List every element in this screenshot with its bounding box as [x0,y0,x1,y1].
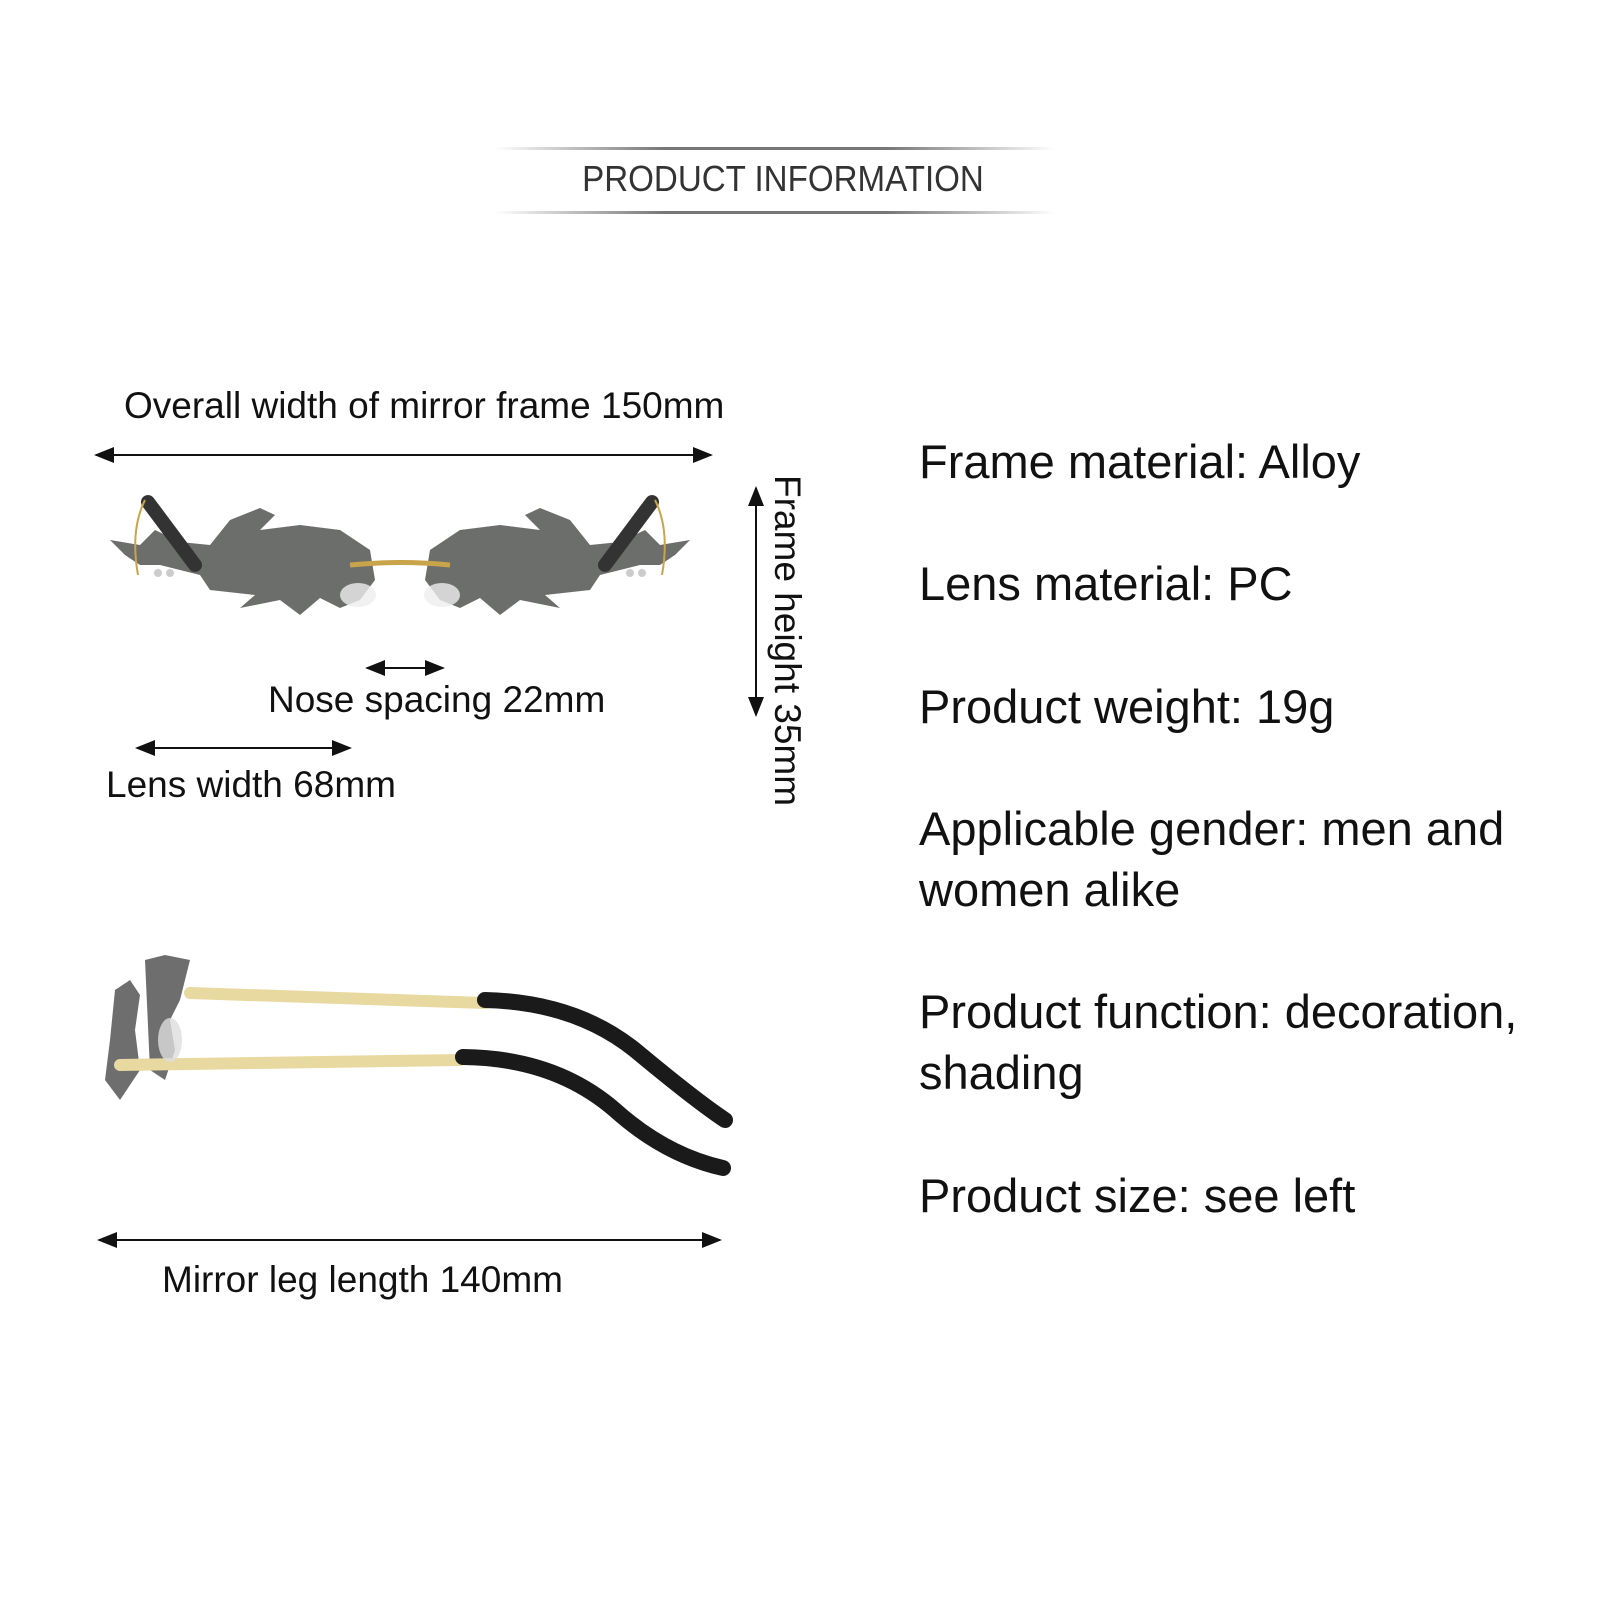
frame-height-label: Frame height 35mm [767,475,808,807]
spec-product-size: Product size: see left [919,1169,1356,1222]
glasses-side-image [105,955,733,1176]
spec-product-weight: Product weight: 19g [919,680,1335,733]
lens-width-label: Lens width 68mm [106,764,396,805]
spec-frame-material: Frame material: Alloy [919,435,1361,488]
title-top-rule [495,147,1055,150]
spec-product-function: Product function: decoration, shading [919,985,1518,1099]
overall-width-label: Overall width of mirror frame 150mm [124,385,725,426]
spec-applicable-gender: Applicable gender: men and women alike [919,802,1505,916]
spec-lens-material: Lens material: PC [919,557,1293,610]
glasses-front-image [110,495,690,615]
page-title: PRODUCT INFORMATION [582,158,984,199]
leg-length-label: Mirror leg length 140mm [162,1259,563,1300]
title-bottom-rule [495,211,1055,214]
nose-spacing-label: Nose spacing 22mm [268,679,606,720]
